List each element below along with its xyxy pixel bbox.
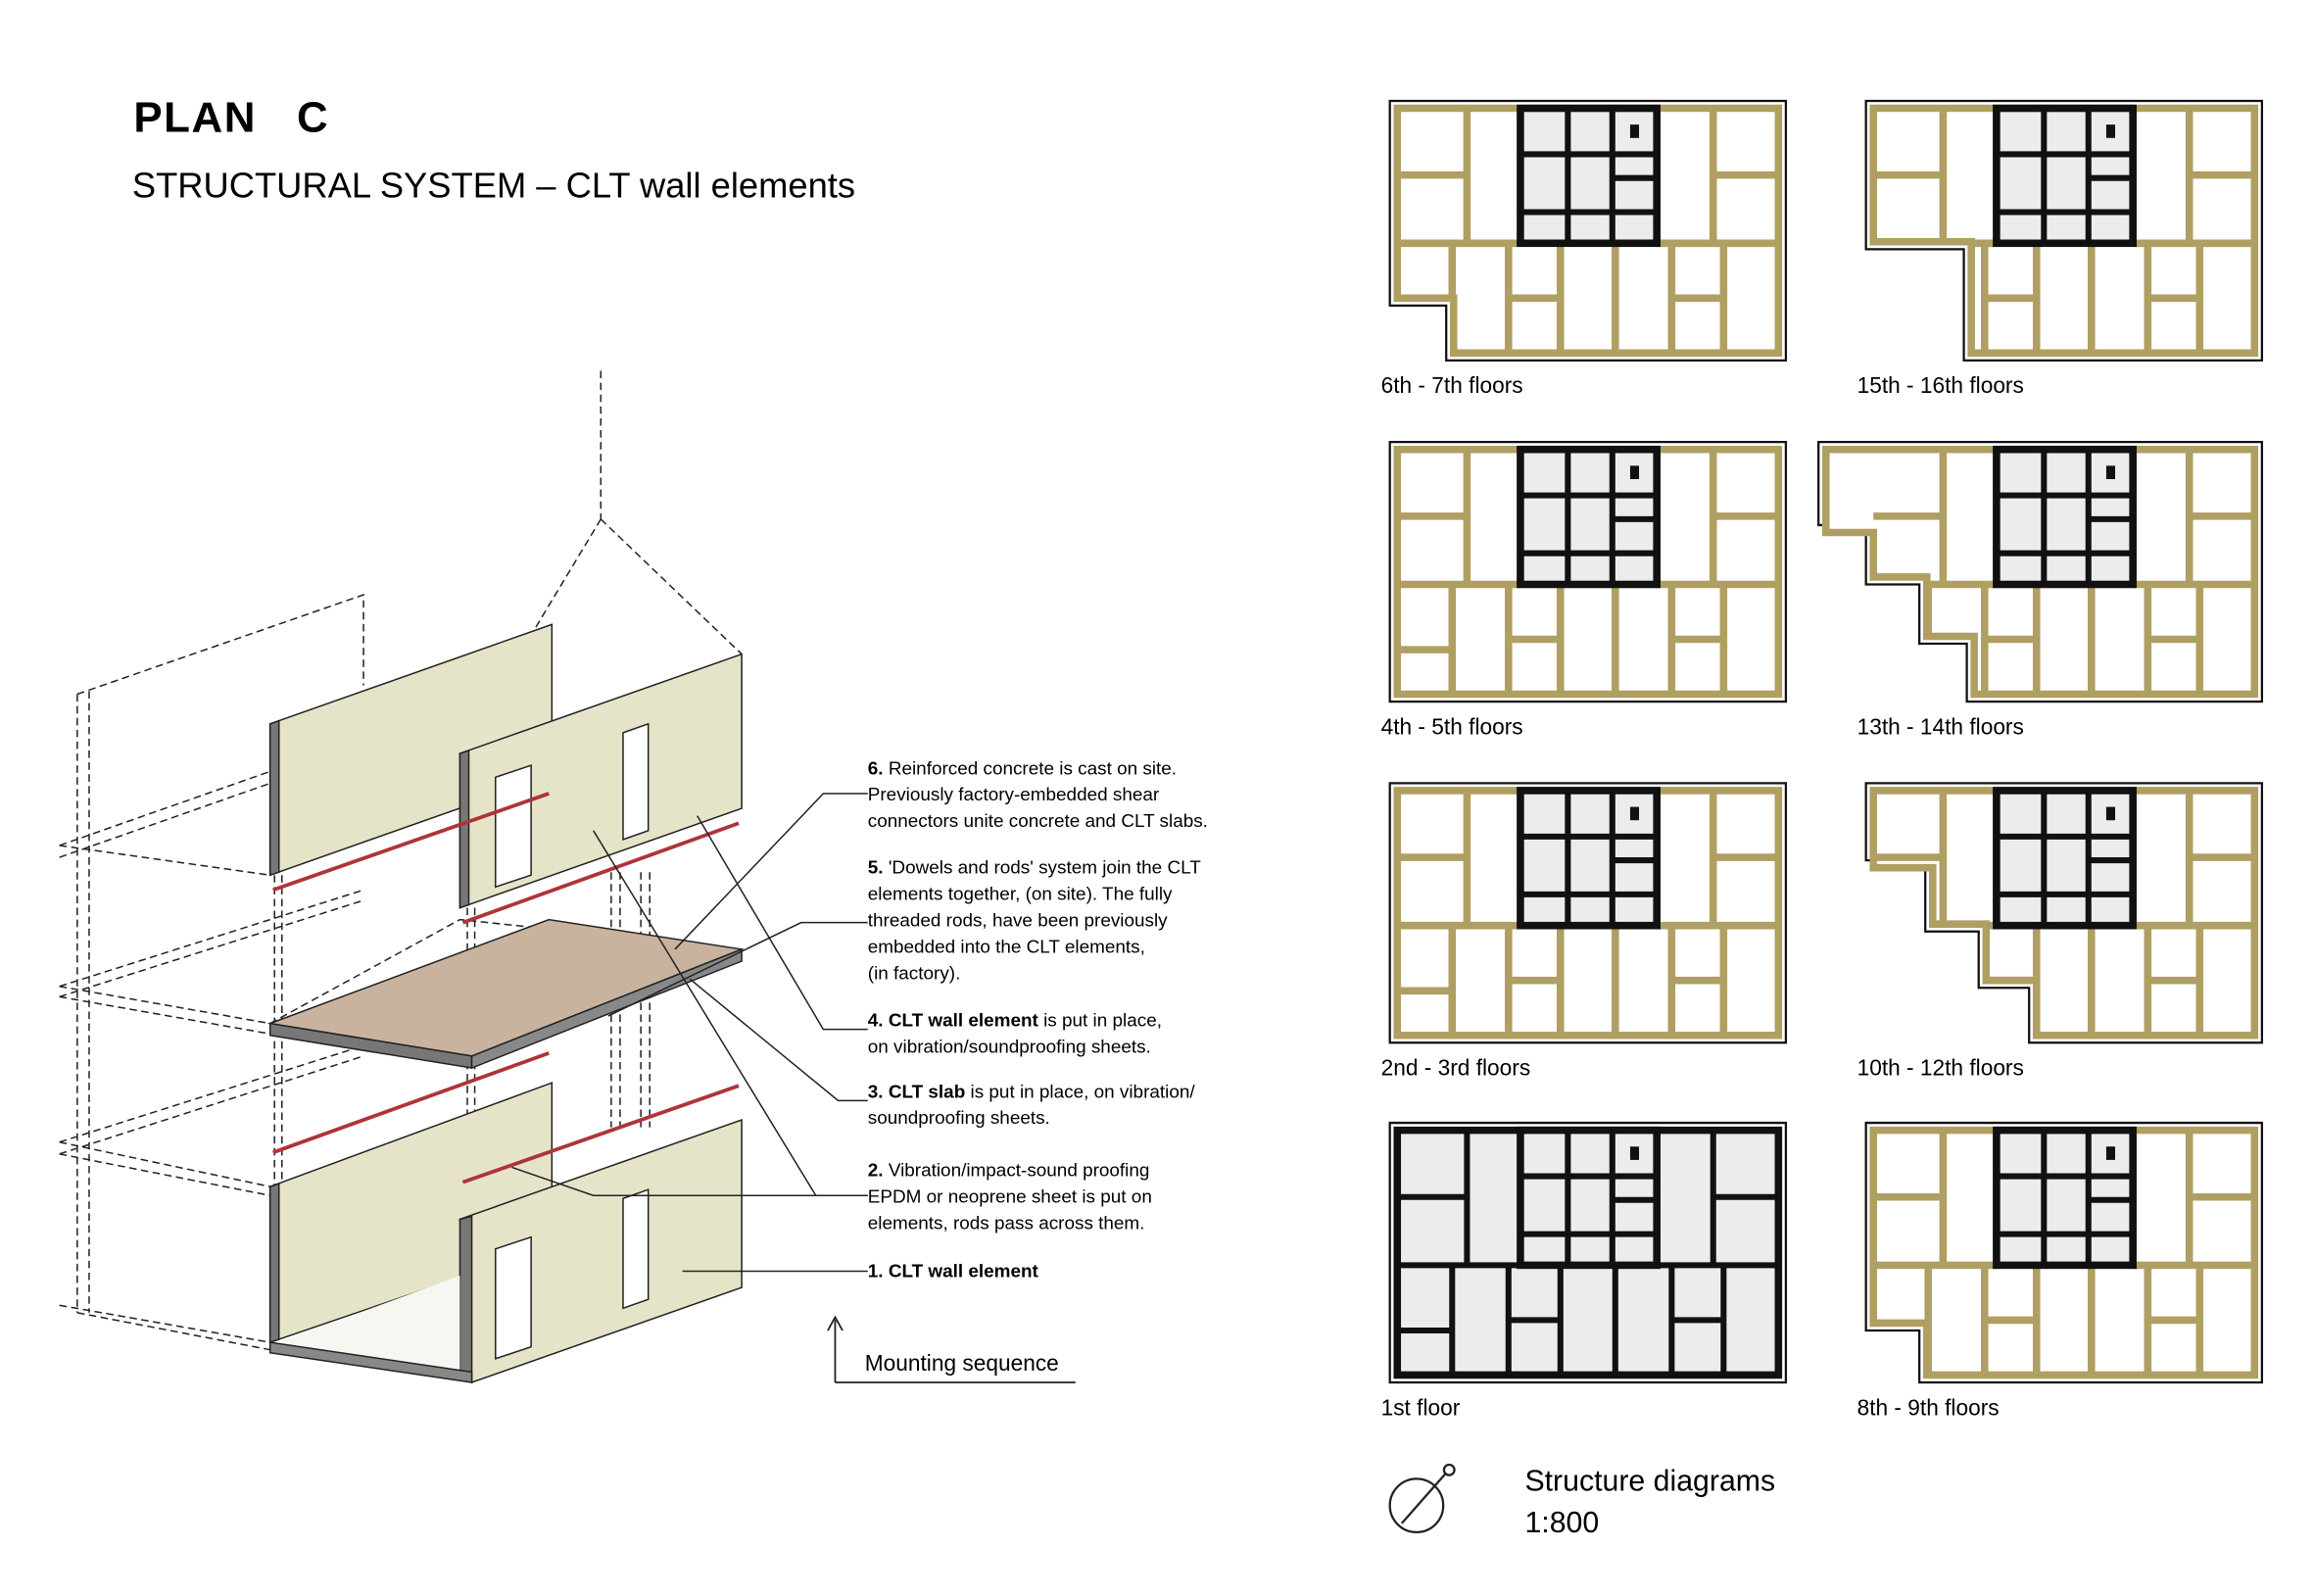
floor-plan bbox=[1388, 782, 1788, 1044]
legend: Structure diagrams 1:800 bbox=[1388, 1463, 1775, 1539]
floor-plan-label: 13th - 14th floors bbox=[1857, 713, 2024, 739]
legend-scale: 1:800 bbox=[1524, 1507, 1599, 1539]
step-text: 'Dowels and rods' system join the CLT bbox=[889, 858, 1201, 879]
floor-plan bbox=[1388, 99, 1788, 363]
core bbox=[1517, 787, 1661, 930]
floor-plan-label: 15th - 16th floors bbox=[1857, 372, 2024, 398]
step-text: soundproofing sheets. bbox=[868, 1108, 1050, 1129]
step-note: 1. CLT wall element bbox=[868, 1262, 1039, 1282]
page-subtitle: STRUCTURAL SYSTEM – CLT wall elements bbox=[132, 165, 855, 205]
page-title: PLAN C bbox=[133, 94, 329, 142]
step-text: on vibration/soundproofing sheets. bbox=[868, 1038, 1151, 1058]
floor-plan bbox=[1388, 1121, 1788, 1384]
step-line: 6. Reinforced concrete is cast on site. bbox=[868, 758, 1177, 779]
step-text: Vibration/impact-sound proofing bbox=[889, 1161, 1150, 1182]
step-note: 6. Reinforced concrete is cast on site. P… bbox=[868, 758, 1208, 832]
axonometric-assembly-drawing bbox=[59, 370, 868, 1384]
floor-plan-label: 2nd - 3rd floors bbox=[1381, 1055, 1531, 1081]
step-notes: 6. Reinforced concrete is cast on site. P… bbox=[868, 758, 1208, 1282]
floor-plan-label: 8th - 9th floors bbox=[1857, 1394, 2000, 1420]
step-line: 3. CLT slab is put in place, on vibratio… bbox=[868, 1082, 1196, 1102]
core bbox=[1993, 787, 2137, 930]
legend-title: Structure diagrams bbox=[1524, 1466, 1775, 1498]
step-number: 6. bbox=[868, 758, 884, 779]
core bbox=[1517, 1126, 1661, 1270]
step-line: 5. 'Dowels and rods' system join the CLT bbox=[868, 858, 1201, 879]
north-arrow-icon bbox=[1388, 1463, 1456, 1534]
floor-plan-label: 4th - 5th floors bbox=[1381, 713, 1523, 739]
step-text: EPDM or neoprene sheet is put on bbox=[868, 1187, 1152, 1208]
leader-lines bbox=[511, 793, 868, 1273]
step-bold: CLT slab bbox=[889, 1082, 965, 1102]
step-text: elements together, (on site). The fully bbox=[868, 885, 1173, 905]
core bbox=[1993, 1126, 2137, 1270]
floor-plan bbox=[1864, 99, 2264, 363]
step-text: is put in place, bbox=[1038, 1011, 1162, 1032]
floor-plan-label: 1st floor bbox=[1381, 1394, 1461, 1420]
step-bold: CLT wall element bbox=[889, 1011, 1039, 1032]
step-number: 3. bbox=[868, 1082, 884, 1102]
step-bold: CLT wall element bbox=[889, 1262, 1039, 1282]
structure-diagrams: 6th - 7th floors 15th - 16th floors 4th - … bbox=[1381, 99, 2264, 1420]
step-number: 2. bbox=[868, 1161, 884, 1182]
floor-plan-label: 6th - 7th floors bbox=[1381, 372, 1523, 398]
step-note: 4. CLT wall element is put in place, on v… bbox=[868, 1011, 1162, 1058]
step-text: elements, rods pass across them. bbox=[868, 1213, 1145, 1233]
core bbox=[1993, 445, 2137, 589]
step-note: 3. CLT slab is put in place, on vibratio… bbox=[868, 1082, 1196, 1129]
mounting-sequence-indicator: Mounting sequence bbox=[827, 1315, 1076, 1383]
step-text: embedded into the CLT elements, bbox=[868, 938, 1145, 958]
step-note: 5. 'Dowels and rods' system join the CLT… bbox=[868, 858, 1201, 985]
core bbox=[1517, 104, 1661, 248]
step-text: (in factory). bbox=[868, 964, 961, 985]
step-text: Reinforced concrete is cast on site. bbox=[889, 758, 1177, 779]
arrow-up-icon bbox=[827, 1315, 1076, 1383]
floor-plan bbox=[1817, 441, 2264, 703]
step-number: 1. bbox=[868, 1262, 884, 1282]
floor-plan bbox=[1864, 782, 2264, 1044]
core bbox=[1517, 445, 1661, 589]
step-number: 5. bbox=[868, 858, 884, 879]
step-line: 1. CLT wall element bbox=[868, 1262, 1039, 1282]
floor-plan bbox=[1388, 441, 1788, 703]
step-text: connectors unite concrete and CLT slabs. bbox=[868, 811, 1208, 832]
step-line: 2. Vibration/impact-sound proofing bbox=[868, 1161, 1150, 1182]
mounting-sequence-label: Mounting sequence bbox=[865, 1350, 1059, 1376]
step-text: Previously factory-embedded shear bbox=[868, 785, 1159, 805]
floor-plan-label: 10th - 12th floors bbox=[1857, 1055, 2024, 1081]
step-number: 4. bbox=[868, 1011, 884, 1032]
step-text: is put in place, on vibration/ bbox=[965, 1082, 1195, 1102]
floor-plan bbox=[1864, 1121, 2264, 1384]
step-line: 4. CLT wall element is put in place, bbox=[868, 1011, 1162, 1032]
core bbox=[1993, 104, 2137, 248]
threaded-rods bbox=[272, 792, 740, 1185]
step-text: threaded rods, have been previously bbox=[868, 911, 1168, 932]
